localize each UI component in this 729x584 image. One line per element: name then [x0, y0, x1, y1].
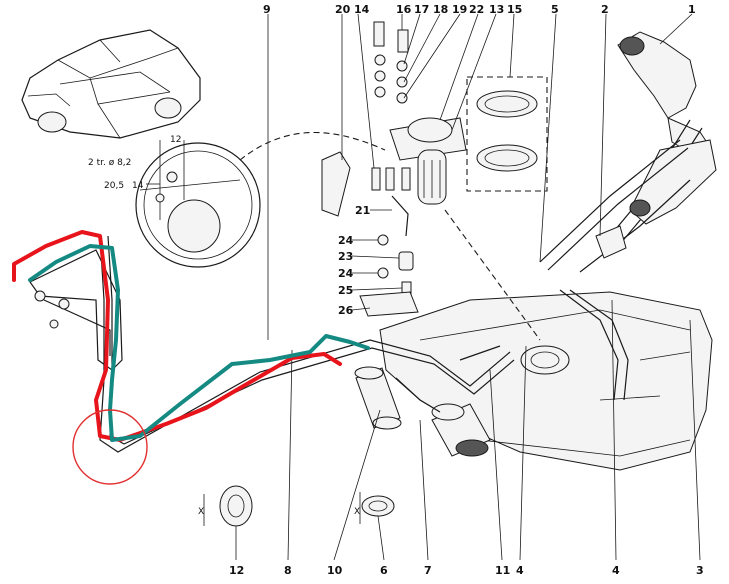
callout: 2	[601, 3, 609, 16]
axis-label: X	[354, 507, 360, 517]
callout: 14	[354, 3, 370, 16]
lock-ring-box	[466, 76, 548, 192]
callout: 26	[338, 304, 354, 317]
callout: 10	[327, 564, 343, 577]
clip-6: X	[354, 492, 395, 524]
callout: 15	[507, 3, 522, 16]
vent-lines	[539, 139, 691, 401]
callout: 4	[516, 564, 524, 577]
dim-12: 12	[170, 135, 181, 145]
callout-labels: 20 14 16 17 18 19 22 13 15 9 5 2 1 24 23…	[229, 3, 704, 577]
small-hoses	[321, 151, 419, 317]
dimension-annotations: 12 2 tr. ø 8,2 20,5 14	[88, 135, 181, 191]
callout: 4	[612, 564, 620, 577]
sender-unit	[373, 21, 467, 205]
callout: 16	[396, 3, 412, 16]
tank-leader-dashed	[444, 209, 541, 341]
callout: 22	[469, 3, 484, 16]
callout: 24	[338, 267, 354, 280]
callout: 6	[380, 564, 388, 577]
callout: 20	[335, 3, 351, 16]
filler-neck	[609, 31, 717, 245]
highlight-circle	[72, 409, 148, 485]
callout: 23	[338, 250, 353, 263]
teal-route-line	[28, 244, 370, 442]
clip-12: X	[198, 485, 253, 527]
dim-tr: 2 tr. ø 8,2	[88, 158, 131, 168]
callout: 13	[489, 3, 504, 16]
callout: 12	[229, 564, 244, 577]
callout: 24	[338, 234, 354, 247]
detail-view-circle	[135, 140, 261, 268]
callout: 21	[355, 204, 370, 217]
dim-205: 20,5	[104, 181, 124, 191]
car-sketch	[21, 29, 201, 139]
callout: 17	[414, 3, 429, 16]
fuel-pump	[431, 403, 491, 457]
detail-leader-dashed	[239, 132, 386, 161]
callout: 7	[424, 564, 432, 577]
callout: 3	[696, 564, 704, 577]
axis-label: X	[198, 507, 204, 517]
fuel-tank	[379, 291, 713, 471]
callout: 25	[338, 284, 353, 297]
callout: 5	[551, 3, 559, 16]
fuel-filter	[354, 366, 402, 430]
callout-leaders	[235, 13, 701, 561]
callout: 8	[284, 564, 292, 577]
callout: 18	[433, 3, 448, 16]
callout: 9	[263, 3, 271, 16]
overlay-routes	[12, 230, 370, 485]
dim-14: 14	[132, 181, 144, 191]
callout: 1	[688, 3, 696, 16]
callout: 11	[495, 564, 510, 577]
red-route-line	[12, 230, 342, 442]
callout: 19	[452, 3, 467, 16]
